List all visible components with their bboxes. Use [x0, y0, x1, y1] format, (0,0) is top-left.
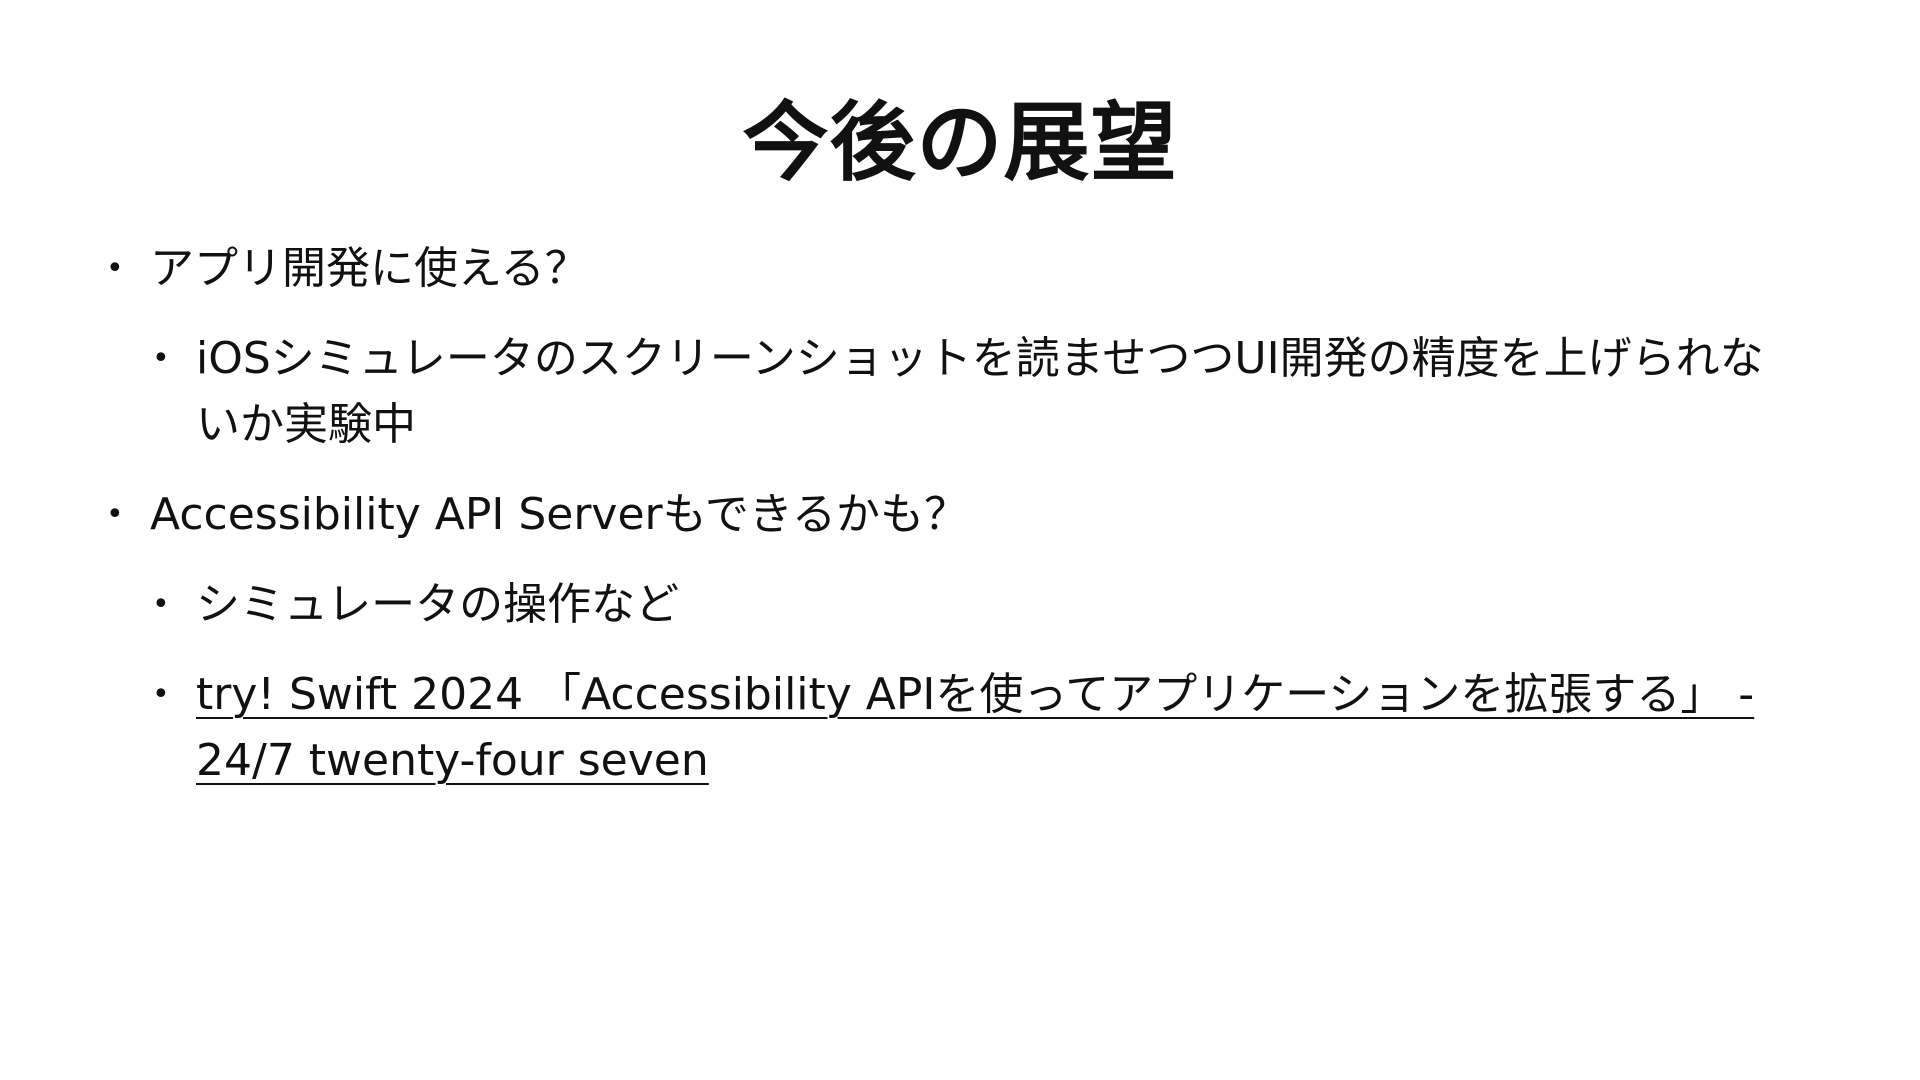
bullet-marker: •: [152, 587, 170, 622]
bullet-list: • アプリ開発に使える？ • iOSシミュレータのスクリーンショットを読ませつつ…: [0, 236, 1920, 818]
bullet-text: Accessibility API Serverもできるかも？: [150, 489, 968, 540]
sub-bullet-item-try-swift-link: • try! Swift 2024 「Accessibility APIを使って…: [0, 662, 1806, 794]
bullet-marker: •: [106, 497, 124, 532]
try-swift-talk-link[interactable]: try! Swift 2024 「Accessibility APIを使ってアプ…: [196, 669, 1755, 786]
slide-title: 今後の展望: [742, 93, 1178, 193]
bullet-text: アプリ開発に使える？: [150, 243, 589, 294]
bullet-marker: •: [106, 251, 124, 286]
bullet-marker: •: [152, 677, 170, 712]
bullet-marker: •: [152, 341, 170, 376]
bullet-text: シミュレータの操作など: [196, 579, 680, 630]
sub-bullet-item-simulator-operation: • シミュレータの操作など: [0, 572, 1806, 638]
sub-bullet-item-ios-simulator: • iOSシミュレータのスクリーンショットを読ませつつUI開発の精度を上げられな…: [0, 326, 1806, 458]
bullet-text: iOSシミュレータのスクリーンショットを読ませつつUI開発の精度を上げられないか…: [196, 333, 1764, 450]
bullet-item-accessibility-api-server: • Accessibility API Serverもできるかも？: [0, 482, 1800, 548]
bullet-item-app-development: • アプリ開発に使える？: [0, 236, 1800, 302]
